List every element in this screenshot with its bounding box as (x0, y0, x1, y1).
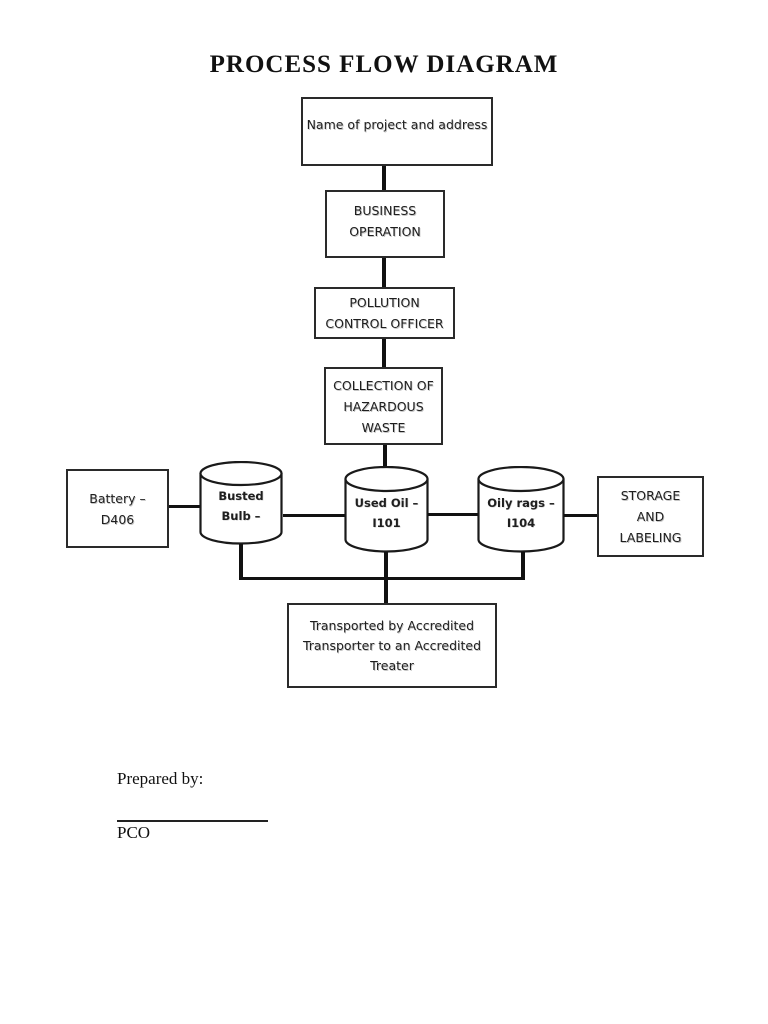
node-collection-label-line3: WASTE (361, 419, 406, 435)
node-bustedbulb-label-line1: Busted (218, 489, 264, 503)
node-usedoil-label-line2: I101 (372, 515, 401, 530)
node-business-label-line2: OPERATION (349, 224, 421, 239)
connector-bustedbulb-usedoil (283, 514, 345, 517)
cylinder-shape-icon (477, 466, 565, 553)
node-bustedbulb-cylinder: Busted Bulb – (199, 461, 283, 545)
node-bustedbulb-label-line2: Bulb – (221, 509, 261, 523)
node-transport-label-line1: Transported by Accredited (309, 617, 475, 633)
signature-line (117, 820, 268, 822)
node-business-label-line1: BUSINESS (353, 203, 417, 218)
node-oilyrags-label-line1: Oily rags – (487, 495, 555, 510)
node-project-label: Name of project and address (306, 117, 488, 132)
node-collection-label-line1: COLLECTION OF (333, 377, 434, 393)
node-business-box: BUSINESS OPERATION (325, 190, 445, 258)
node-usedoil-cylinder: Used Oil – I101 (344, 466, 429, 553)
node-battery-box: Battery – D406 (66, 469, 169, 548)
connector-business-pollution (382, 258, 386, 287)
connector-oilyrags-down (521, 552, 525, 580)
node-project-box: Name of project and address (301, 97, 493, 166)
connector-collector-horizontal (239, 577, 525, 580)
node-storage-label-line1: STORAGE (620, 488, 681, 503)
connector-project-business (382, 166, 386, 190)
connector-battery-bustedbulb (169, 505, 200, 508)
prepared-by-label: Prepared by: (117, 769, 204, 788)
node-oilyrags-label-line2: I104 (506, 515, 536, 530)
connector-pollution-collection (382, 339, 386, 367)
node-collection-label-line2: HAZARDOUS (343, 398, 424, 414)
cylinder-shape-icon (344, 466, 429, 553)
node-pollution-label-line1: POLLUTION (349, 295, 420, 310)
node-battery-label-line2: D406 (100, 511, 135, 527)
node-usedoil-label-line1: Used Oil – (354, 495, 419, 510)
node-battery-label-line1: Battery – (89, 490, 146, 506)
connector-usedoil-oilyrags (428, 513, 478, 516)
node-storage-box: STORAGE AND LABELING (597, 476, 704, 557)
node-pollution-box: POLLUTION CONTROL OFFICER (314, 287, 455, 339)
connector-bustedbulb-down (239, 544, 243, 580)
node-transport-box: Transported by Accredited Transporter to… (287, 603, 497, 688)
node-storage-label-line2: AND (636, 509, 665, 524)
node-usedoil-label: Used Oil – I101 (344, 466, 429, 553)
page-title: PROCESS FLOW DIAGRAM (209, 51, 559, 78)
node-transport-label-line2: Transporter to an Accredited (302, 637, 482, 653)
node-storage-label-line3: LABELING (619, 530, 682, 545)
node-collection-box: COLLECTION OF HAZARDOUS WASTE (324, 367, 443, 445)
connector-oilyrags-storage (564, 514, 598, 517)
node-pollution-label-line2: CONTROL OFFICER (325, 316, 444, 331)
node-oilyrags-cylinder: Oily rags – I104 (477, 466, 565, 553)
connector-collection-usedoil (383, 445, 387, 467)
node-bustedbulb-label: Busted Bulb – (199, 461, 283, 545)
node-transport-label-line3: Treater (370, 657, 414, 673)
node-oilyrags-label: Oily rags – I104 (477, 466, 565, 553)
signatory-label: PCO (117, 823, 151, 842)
cylinder-shape-icon (199, 461, 283, 545)
